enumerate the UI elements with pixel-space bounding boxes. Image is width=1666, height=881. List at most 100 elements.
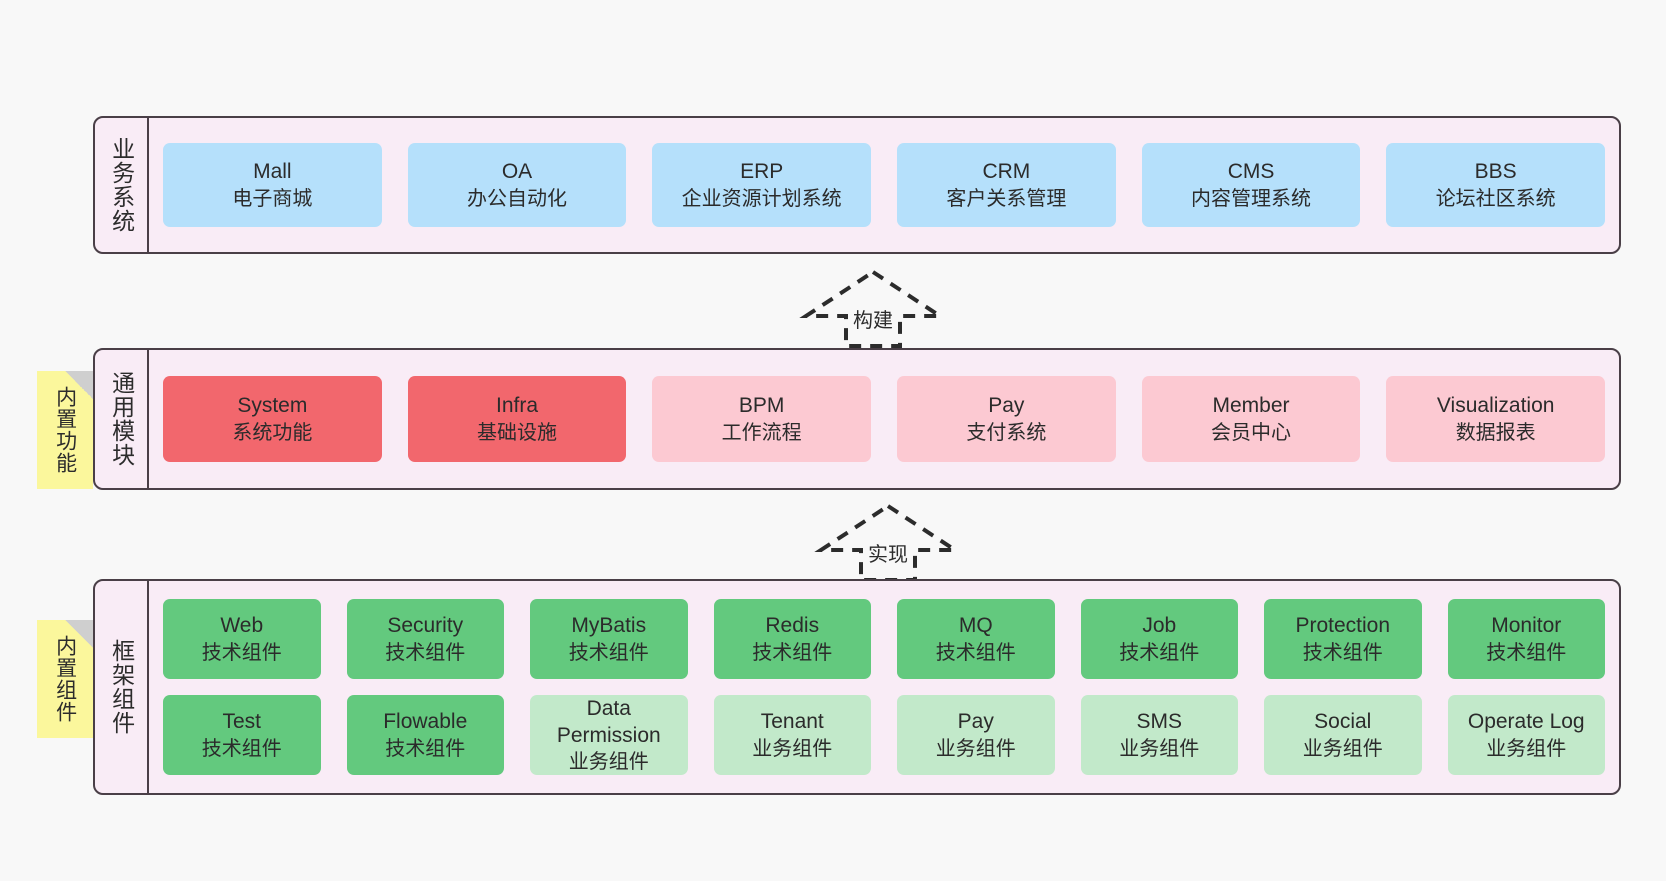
note-builtin-function: 内置功能 — [37, 371, 93, 489]
layer-framework-component: 框架组件 Web 技术组件 Security 技术组件 MyBatis 技术组件… — [93, 579, 1621, 795]
card-data-permission[interactable]: Data Permission 业务组件 — [530, 695, 688, 775]
card-subtitle: 技术组件 — [385, 737, 466, 760]
card-system[interactable]: System 系统功能 — [163, 376, 382, 462]
card-social[interactable]: Social 业务组件 — [1264, 695, 1422, 775]
card-subtitle: 技术组件 — [201, 737, 282, 760]
card-subtitle: 业务组件 — [1486, 737, 1567, 760]
layer-title-common-module: 通用模块 — [95, 350, 149, 488]
page-fold-icon — [65, 620, 93, 648]
card-infra[interactable]: Infra 基础设施 — [407, 376, 627, 462]
card-title: OA — [501, 160, 533, 184]
card-row: Test 技术组件 Flowable 技术组件 Data Permission … — [163, 695, 1605, 775]
card-title: BBS — [1474, 160, 1517, 184]
layer-title-business-system: 业务系统 — [95, 118, 149, 252]
layer-common-module: 通用模块 System 系统功能 Infra 基础设施 BPM 工作流程 Pay… — [93, 348, 1621, 490]
card-pay[interactable]: Pay 支付系统 — [897, 376, 1116, 462]
card-subtitle: 业务组件 — [935, 737, 1016, 760]
card-title: ERP — [740, 160, 784, 184]
card-title: MyBatis — [571, 614, 647, 638]
card-title: Operate Log — [1467, 710, 1585, 734]
card-subtitle: 电子商城 — [232, 187, 313, 210]
card-oa[interactable]: OA 办公自动化 — [407, 143, 627, 227]
page-fold-icon — [65, 371, 93, 399]
card-member[interactable]: Member 会员中心 — [1141, 376, 1361, 462]
card-title: Pay — [957, 710, 994, 734]
card-title: Social — [1314, 710, 1372, 734]
card-row: System 系统功能 Infra 基础设施 BPM 工作流程 Pay 支付系统… — [163, 376, 1606, 462]
card-mq[interactable]: MQ 技术组件 — [897, 599, 1055, 679]
card-subtitle: 会员中心 — [1211, 421, 1292, 444]
card-bpm[interactable]: BPM 工作流程 — [652, 376, 872, 462]
card-subtitle: 客户关系管理 — [946, 187, 1067, 210]
card-subtitle: 内容管理系统 — [1191, 187, 1312, 210]
card-bbs[interactable]: BBS 论坛社区系统 — [1386, 143, 1606, 227]
card-pay-business[interactable]: Pay 业务组件 — [897, 695, 1055, 775]
card-job[interactable]: Job 技术组件 — [1080, 599, 1238, 679]
card-web[interactable]: Web 技术组件 — [163, 599, 321, 679]
card-title: Protection — [1295, 614, 1391, 638]
card-subtitle: 办公自动化 — [467, 187, 567, 210]
card-subtitle: 系统功能 — [232, 421, 313, 444]
card-mall[interactable]: Mall 电子商城 — [163, 143, 382, 227]
card-subtitle: 技术组件 — [935, 641, 1016, 664]
card-subtitle: 支付系统 — [966, 421, 1047, 444]
note-builtin-component: 内置组件 — [37, 620, 93, 738]
arrow-label-implement: 实现 — [868, 544, 908, 566]
card-subtitle: 业务组件 — [1302, 737, 1383, 760]
card-title: Data Permission — [556, 696, 661, 747]
card-subtitle: 技术组件 — [752, 641, 833, 664]
card-protection[interactable]: Protection 技术组件 — [1264, 599, 1422, 679]
card-subtitle: 业务组件 — [1119, 737, 1200, 760]
layer-business-system: 业务系统 Mall 电子商城 OA 办公自动化 ERP 企业资源计划系统 CRM… — [93, 116, 1621, 254]
card-test[interactable]: Test 技术组件 — [163, 695, 321, 775]
card-title: Mall — [253, 160, 292, 184]
card-subtitle: 业务组件 — [752, 737, 833, 760]
card-title: Member — [1212, 394, 1290, 418]
card-subtitle: 技术组件 — [201, 641, 282, 664]
card-operate-log[interactable]: Operate Log 业务组件 — [1447, 695, 1605, 775]
layer-body-business-system: Mall 电子商城 OA 办公自动化 ERP 企业资源计划系统 CRM 客户关系… — [149, 118, 1619, 252]
card-visualization[interactable]: Visualization 数据报表 — [1386, 376, 1606, 462]
card-row: Web 技术组件 Security 技术组件 MyBatis 技术组件 Redi… — [163, 599, 1605, 679]
arrow-implement: 实现 — [814, 502, 962, 582]
card-crm[interactable]: CRM 客户关系管理 — [897, 143, 1116, 227]
card-subtitle: 技术组件 — [1302, 641, 1383, 664]
card-title: Job — [1142, 614, 1177, 638]
card-subtitle: 技术组件 — [385, 641, 466, 664]
card-subtitle: 企业资源计划系统 — [681, 187, 842, 210]
card-title: SMS — [1136, 710, 1182, 734]
arrow-label-build: 构建 — [853, 310, 893, 332]
card-title: Visualization — [1436, 394, 1555, 418]
card-tenant[interactable]: Tenant 业务组件 — [713, 695, 871, 775]
card-sms[interactable]: SMS 业务组件 — [1080, 695, 1238, 775]
arrow-build: 构建 — [799, 268, 947, 348]
card-security[interactable]: Security 技术组件 — [346, 599, 504, 679]
card-subtitle: 论坛社区系统 — [1435, 187, 1556, 210]
layer-body-common-module: System 系统功能 Infra 基础设施 BPM 工作流程 Pay 支付系统… — [149, 350, 1619, 488]
card-subtitle: 业务组件 — [568, 751, 649, 774]
card-monitor[interactable]: Monitor 技术组件 — [1447, 599, 1605, 679]
card-title: Pay — [988, 394, 1025, 418]
card-title: Redis — [765, 614, 820, 638]
card-title: Security — [387, 614, 464, 638]
card-title: Monitor — [1491, 614, 1562, 638]
card-title: CMS — [1227, 160, 1275, 184]
card-flowable[interactable]: Flowable 技术组件 — [346, 695, 504, 775]
card-mybatis[interactable]: MyBatis 技术组件 — [530, 599, 688, 679]
card-redis[interactable]: Redis 技术组件 — [713, 599, 871, 679]
layer-body-framework-component: Web 技术组件 Security 技术组件 MyBatis 技术组件 Redi… — [149, 581, 1619, 793]
card-subtitle: 基础设施 — [477, 421, 557, 444]
card-cms[interactable]: CMS 内容管理系统 — [1141, 143, 1361, 227]
card-title: Infra — [495, 394, 539, 418]
card-erp[interactable]: ERP 企业资源计划系统 — [652, 143, 872, 227]
note-label: 内置功能 — [53, 386, 77, 474]
card-subtitle: 技术组件 — [1119, 641, 1200, 664]
card-title: Test — [222, 710, 261, 734]
card-row: Mall 电子商城 OA 办公自动化 ERP 企业资源计划系统 CRM 客户关系… — [163, 143, 1606, 227]
note-label: 内置组件 — [53, 635, 77, 723]
card-subtitle: 技术组件 — [568, 641, 649, 664]
card-title: Web — [220, 614, 264, 638]
card-title: MQ — [958, 614, 993, 638]
card-subtitle: 技术组件 — [1486, 641, 1567, 664]
